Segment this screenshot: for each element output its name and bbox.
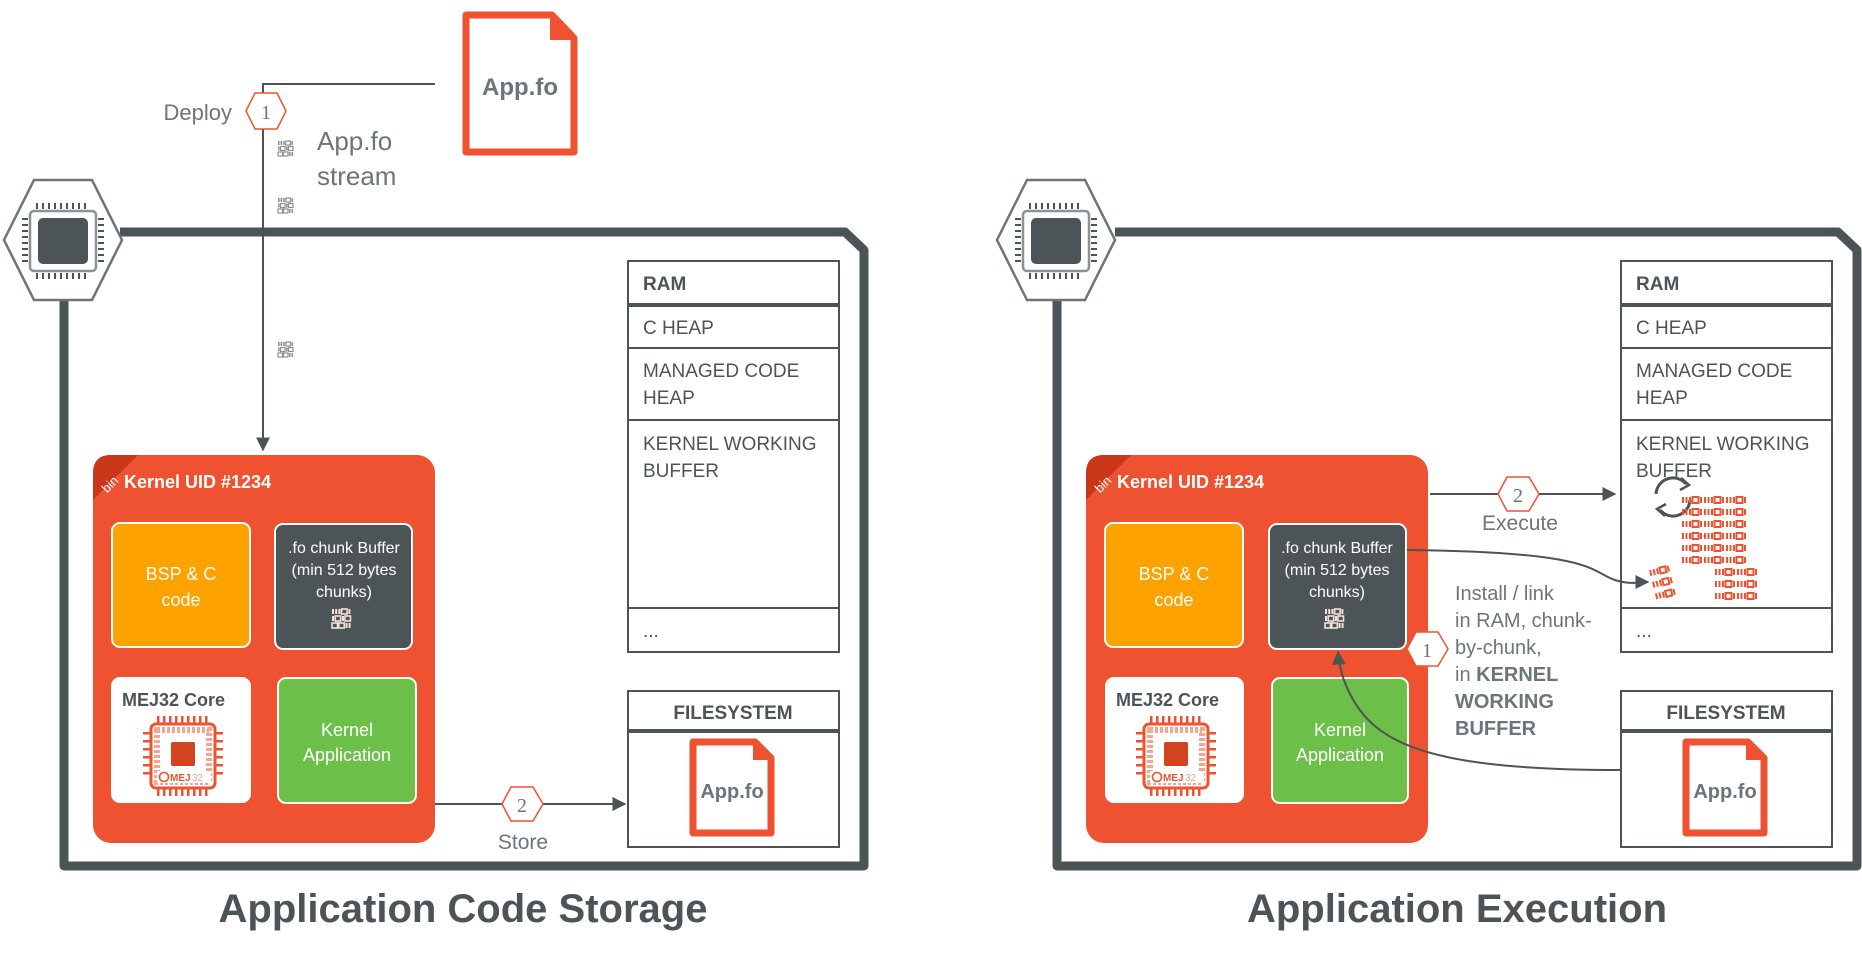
binary-chunk-icon: [277, 140, 294, 157]
bsp-c-code-block[interactable]: BSP & C code: [111, 522, 251, 648]
load-arrow: [1331, 650, 1621, 771]
execute-step: 2 Execute: [1430, 476, 1617, 535]
stored-file-icon[interactable]: App.fo: [689, 738, 775, 837]
mej-logo-b: 32: [192, 773, 204, 784]
mej-logo-a: MEJ: [1163, 773, 1184, 784]
bsp-line2: code: [161, 590, 200, 610]
deploy-flow: Deploy 1 App.fo stream App.fo: [164, 11, 578, 452]
filesystem-table: FILESYSTEM App.fo: [1620, 690, 1833, 848]
install-text-line1: Install / link: [1455, 583, 1555, 605]
refresh-icon: [1654, 476, 1692, 518]
kernel-title: Kernel UID #1234: [124, 472, 271, 492]
buffer-line1: .fo chunk Buffer: [288, 540, 400, 557]
execute-step-number: 2: [1513, 485, 1523, 507]
install-text-prefix: in: [1455, 664, 1476, 686]
install-text-bold-working: WORKING: [1455, 691, 1554, 713]
chunk-buffer-block[interactable]: .fo chunk Buffer (min 512 bytes chunks): [274, 523, 413, 650]
ram-row-managed-heap: MANAGED CODE: [643, 361, 799, 382]
kernel-box: bin Kernel UID #1234 BSP & C code .fo ch…: [1086, 455, 1428, 843]
ram-row-more: ...: [643, 621, 659, 642]
panel-title-storage: Application Code Storage: [219, 887, 708, 931]
core-title: MEJ32 Core: [122, 690, 225, 710]
install-text-line3: by-chunk,: [1455, 637, 1542, 659]
bsp-line1: BSP & C: [146, 564, 217, 584]
binary-chunk-icon: [277, 341, 294, 358]
store-step: 2 Store: [435, 786, 627, 854]
stored-file-icon[interactable]: App.fo: [1682, 738, 1768, 837]
kernel-application-block[interactable]: Kernel Application: [1271, 677, 1409, 804]
install-text-line4: in KERNEL: [1455, 664, 1558, 686]
app-line1: Kernel: [321, 720, 373, 740]
ram-row-c-heap: C HEAP: [643, 318, 714, 339]
ram-header: RAM: [1636, 274, 1679, 295]
buffer-line2: (min 512 bytes: [1285, 562, 1390, 579]
bsp-line1: BSP & C: [1139, 564, 1210, 584]
deploy-step-number: 1: [261, 102, 271, 124]
install-step-number: 1: [1422, 640, 1432, 662]
deploy-arrow: [256, 83, 435, 452]
source-file-icon[interactable]: App.fo: [462, 11, 578, 156]
stored-file-label: App.fo: [1693, 781, 1756, 803]
store-step-label: Store: [498, 831, 548, 854]
ram-row-managed-heap: MANAGED CODE: [1636, 361, 1792, 382]
ram-row-more: ...: [1636, 621, 1652, 642]
mej32-core-block[interactable]: MEJ32 Core MEJ 32: [1105, 677, 1244, 803]
deploy-step-hex: [245, 92, 287, 130]
cpu-chip-icon: [995, 178, 1117, 302]
stored-file-label: App.fo: [700, 781, 763, 803]
buffer-line3: chunks): [1309, 584, 1365, 601]
filesystem-header: FILESYSTEM: [1666, 703, 1785, 724]
buffer-line3: chunks): [316, 584, 372, 601]
app-line1: Kernel: [1314, 720, 1366, 740]
bsp-line2: code: [1154, 590, 1193, 610]
cpu-chip-icon: [2, 178, 124, 302]
mej-logo-a: MEJ: [170, 773, 191, 784]
bin-ribbon: [1086, 455, 1131, 500]
install-text-line2: in RAM, chunk-: [1455, 610, 1592, 632]
filesystem-table: FILESYSTEM App.fo: [627, 690, 840, 848]
ram-table: RAM C HEAP MANAGED CODE HEAP KERNEL WORK…: [627, 260, 840, 653]
ram-row-c-heap: C HEAP: [1636, 318, 1707, 339]
kernel-box: bin Kernel UID #1234 BSP & C code .fo ch…: [93, 455, 435, 843]
panel-storage: bin Kernel UID #1234 BSP & C code .fo ch…: [2, 178, 869, 931]
install-text-bold-kernel: KERNEL: [1476, 664, 1558, 686]
kernel-application-block[interactable]: Kernel Application: [277, 677, 417, 804]
panel-title-execution: Application Execution: [1247, 887, 1667, 931]
stream-label-line2: stream: [317, 161, 396, 191]
source-file-label: App.fo: [482, 74, 558, 101]
install-arrow: [1406, 549, 1650, 590]
deploy-label: Deploy: [164, 100, 232, 125]
execute-step-label: Execute: [1482, 512, 1558, 535]
ram-row-managed-heap-2: HEAP: [643, 388, 695, 409]
device-frame: [1052, 227, 1862, 871]
ram-row-kernel-buffer-2: BUFFER: [1636, 461, 1712, 482]
stream-label-line1: App.fo: [317, 126, 392, 156]
ram-row-kernel-buffer: KERNEL WORKING: [1636, 434, 1810, 455]
kernel-title: Kernel UID #1234: [1117, 472, 1264, 492]
ram-row-kernel-buffer-2: BUFFER: [643, 461, 719, 482]
mej-logo-b: 32: [1185, 773, 1197, 784]
chunk-buffer-block[interactable]: .fo chunk Buffer (min 512 bytes chunks): [1268, 523, 1407, 650]
buffer-line2: (min 512 bytes: [292, 562, 397, 579]
binary-chunk-icon: [277, 197, 294, 214]
panel-execution: bin Kernel UID #1234 BSP & C code .fo ch…: [995, 178, 1862, 931]
install-link-flow: 1 Install / link in RAM, chunk- by-chunk…: [1331, 549, 1650, 771]
app-line2: Application: [1296, 745, 1384, 765]
ram-row-managed-heap-2: HEAP: [1636, 388, 1688, 409]
store-step-number: 2: [517, 795, 527, 817]
app-line2: Application: [303, 745, 391, 765]
ram-row-kernel-buffer: KERNEL WORKING: [643, 434, 817, 455]
buffer-line1: .fo chunk Buffer: [1281, 540, 1393, 557]
install-text-bold-buffer: BUFFER: [1455, 718, 1537, 740]
ram-header: RAM: [643, 274, 686, 295]
core-title: MEJ32 Core: [1116, 690, 1219, 710]
mej32-core-block[interactable]: MEJ32 Core MEJ 32: [111, 677, 251, 803]
ram-table: RAM C HEAP MANAGED CODE HEAP KERNEL WORK…: [1620, 260, 1833, 653]
filesystem-header: FILESYSTEM: [673, 703, 792, 724]
bin-ribbon: [93, 455, 138, 500]
device-frame: [59, 227, 869, 871]
bsp-c-code-block[interactable]: BSP & C code: [1104, 522, 1244, 648]
